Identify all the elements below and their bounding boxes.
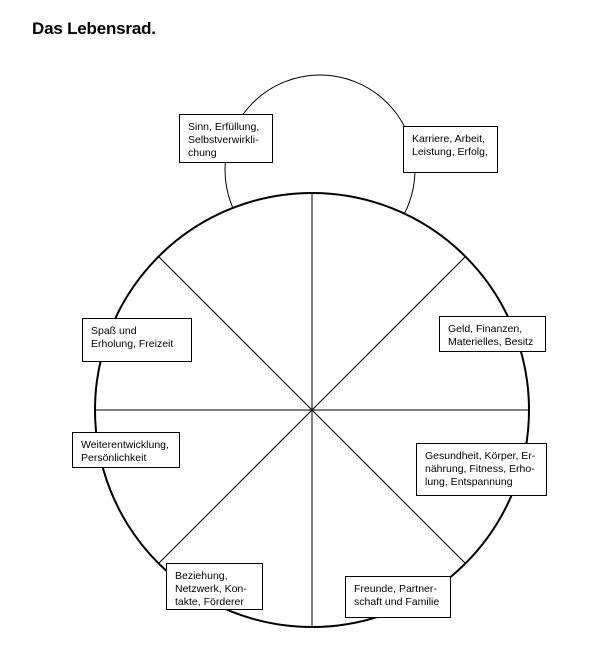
segment-label-meaning: Sinn, Erfüllung, Selbstverwirkli- chung [179,114,273,163]
segment-label-fun-leisure: Spaß und Erholung, Freizeit [82,318,192,362]
segment-label-health: Gesundheit, Körper, Er- nährung, Fitness… [416,443,547,496]
segment-label-personal-growth: Weiterentwicklung, Persönlichkeit [72,432,180,468]
segment-label-career: Karriere, Arbeit, Leistung, Erfolg, [403,126,498,173]
spoke-diagonal-2 [158,256,466,564]
page-title: Das Lebensrad. [32,19,156,38]
segment-label-relationships: Beziehung, Netzwerk, Kon- takte, Fördere… [166,563,263,610]
segment-label-money: Geld, Finanzen, Materielles, Besitz [439,316,546,352]
segment-label-friends-family: Freunde, Partner- schaft und Familie [345,576,451,618]
